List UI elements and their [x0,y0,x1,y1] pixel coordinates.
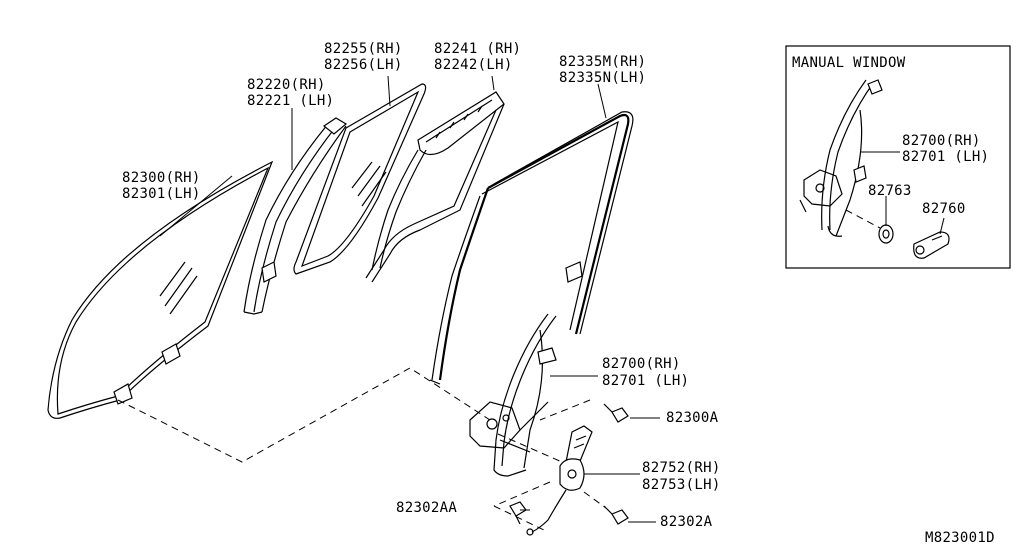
partition-glass-part [293,83,427,275]
label-82701-lh: 82701 (LH) [602,373,690,389]
label-82300-rh: 82300(RH) [122,170,201,186]
label-82242-lh: 82242(LH) [434,57,513,73]
inset-label-82763: 82763 [868,183,912,199]
label-82255-rh: 82255(RH) [324,41,403,57]
bolt-82302aa-part [509,501,527,525]
partition-seal-part [365,91,505,283]
inset-regulator-part [799,79,900,237]
label-82335m-rh: 82335M(RH) [559,54,647,70]
door-glass-part [47,160,274,419]
bolt-82300a-part [603,403,629,423]
front-sash-part [243,117,348,315]
leader-lines [159,75,660,523]
label-82753-lh: 82753(LH) [642,477,721,493]
main-regulator-part [469,313,557,477]
bolt-82302a-part [603,505,629,525]
inset-frame [785,45,1011,269]
label-82752-rh: 82752(RH) [642,460,721,476]
label-82302a: 82302A [660,514,713,530]
label-82700-rh: 82700(RH) [602,356,681,372]
glass-run-part [429,111,634,385]
dashed-assembly-lines [117,367,607,533]
diagram-code: M823001D [925,530,995,546]
label-82221-lh: 82221 (LH) [247,93,335,109]
label-82256-lh: 82256(LH) [324,57,403,73]
washer-82763-part [845,196,894,244]
inset-label-82760: 82760 [922,201,966,217]
label-82301-lh: 82301(LH) [122,186,201,202]
label-82241-rh: 82241 (RH) [434,41,522,57]
label-82220-rh: 82220(RH) [247,77,326,93]
inset-label-82700-rh: 82700(RH) [902,133,981,149]
label-82335n-lh: 82335N(LH) [559,70,647,86]
label-82300a: 82300A [666,410,719,426]
handle-82760-part [913,217,950,259]
label-82302aa: 82302AA [396,500,458,516]
inset-label-82701-lh: 82701 (LH) [902,149,990,165]
motor-part [526,425,593,536]
inset-title: MANUAL WINDOW [792,55,906,71]
